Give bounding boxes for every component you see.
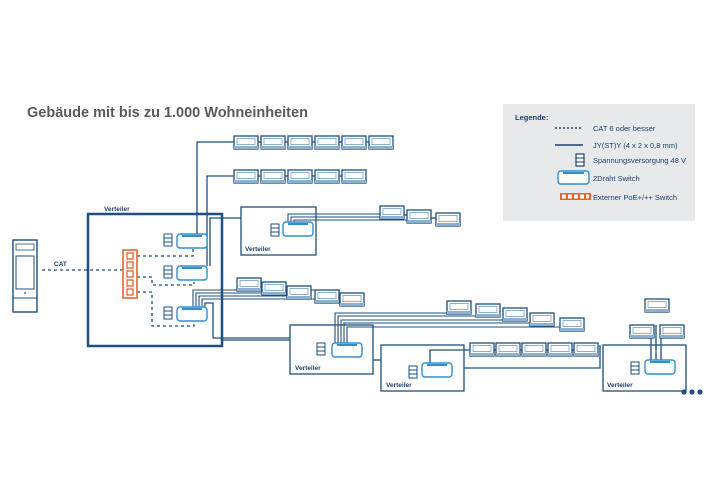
indoor-station-icon xyxy=(287,135,313,150)
legend-label: Externer PoE+/++ Switch xyxy=(593,193,678,202)
indoor-station-icon xyxy=(495,342,521,357)
legend-label: CAT 6 oder besser xyxy=(593,124,656,133)
2wire-switch-icon xyxy=(557,170,590,185)
cable-line xyxy=(206,175,234,266)
distributor-label: Verteiler xyxy=(245,246,271,253)
cable-line xyxy=(464,345,601,369)
legend-label: JY(ST)Y (4 x 2 x 0,8 mm) xyxy=(593,141,678,150)
cable-line xyxy=(346,326,560,343)
power-supply-icon xyxy=(316,342,326,356)
distributor-label: Verteiler xyxy=(386,382,412,389)
indoor-station-icon xyxy=(286,285,312,300)
indoor-station-icon xyxy=(233,135,259,150)
indoor-station-icon xyxy=(435,212,461,227)
cable-line xyxy=(287,213,380,222)
cable-line xyxy=(195,292,262,307)
cable-line xyxy=(196,141,234,234)
power-supply-icon xyxy=(163,265,173,279)
cable-line xyxy=(290,216,380,222)
cable-line xyxy=(429,349,470,363)
legend-label: Spannungsversorgung 48 V xyxy=(593,156,686,165)
2wire-switch-icon xyxy=(644,359,676,375)
indoor-station-icon xyxy=(314,169,340,184)
indoor-station-icon xyxy=(233,169,259,184)
legend-title: Legende: xyxy=(515,113,549,122)
distributor-box xyxy=(86,212,224,348)
device-layer xyxy=(12,135,703,395)
indoor-station-icon xyxy=(287,169,313,184)
cable-line xyxy=(204,302,290,339)
indoor-station-icon xyxy=(236,277,262,292)
cable-line xyxy=(334,312,447,343)
power-supply-icon xyxy=(270,223,280,237)
cat-cable xyxy=(137,291,195,327)
distributor-label: Verteiler xyxy=(607,382,633,389)
2wire-switch-icon xyxy=(176,265,208,281)
cat-cable xyxy=(137,248,194,257)
cable-line xyxy=(201,298,315,307)
indoor-station-icon xyxy=(341,135,367,150)
distributor-box xyxy=(289,324,374,375)
2wire-switch-icon xyxy=(421,362,453,378)
more-indicator-dot xyxy=(689,389,695,395)
indoor-station-icon xyxy=(502,307,528,322)
2wire-switch-icon xyxy=(282,221,314,237)
indoor-station-icon xyxy=(521,342,547,357)
power-supply-icon xyxy=(575,153,585,167)
cable-line xyxy=(337,315,476,343)
poe-switch-icon xyxy=(122,249,138,299)
power-supply-icon xyxy=(163,306,173,320)
cable-line xyxy=(340,319,503,343)
legend-icons xyxy=(555,127,591,200)
2wire-switch-icon xyxy=(176,233,208,249)
cable-line xyxy=(198,295,287,307)
indoor-station-icon xyxy=(406,209,432,224)
2wire-switch-icon xyxy=(176,306,208,322)
indoor-station-icon xyxy=(339,292,365,307)
legend-panel: Legende: CAT 6 oder besser JY(ST)Y (4 x … xyxy=(503,104,695,221)
indoor-station-icon xyxy=(644,298,670,313)
cat-cable xyxy=(137,276,195,286)
indoor-station-icon xyxy=(529,312,555,327)
poe-switch-icon xyxy=(560,193,591,200)
indoor-station-icon xyxy=(379,205,405,220)
more-indicator-dot xyxy=(681,389,687,395)
cable-line xyxy=(343,322,530,343)
indoor-station-icon xyxy=(261,281,287,296)
distributor-box xyxy=(602,344,687,392)
indoor-station-icon xyxy=(260,169,286,184)
diagram-title: Gebäude mit bis zu 1.000 Wohneinheiten xyxy=(27,105,308,121)
indoor-station-icon xyxy=(368,135,394,150)
indoor-station-icon xyxy=(629,324,655,339)
indoor-station-icon xyxy=(573,342,599,357)
more-indicator-dot xyxy=(697,389,703,395)
2wire-switch-icon xyxy=(331,342,363,358)
indoor-station-icon xyxy=(475,303,501,318)
power-supply-icon xyxy=(630,361,640,375)
indoor-station-icon xyxy=(314,135,340,150)
indoor-station-icon xyxy=(659,324,685,339)
indoor-station-icon xyxy=(559,317,585,332)
door-station-icon xyxy=(12,239,38,313)
indoor-station-icon xyxy=(469,342,495,357)
cat-label: CAT xyxy=(54,261,67,268)
distributor-box xyxy=(380,344,465,392)
legend-label: 2Draht Switch xyxy=(593,174,640,183)
indoor-station-icon xyxy=(260,135,286,150)
cable-line xyxy=(209,217,241,266)
indoor-station-icon xyxy=(547,342,573,357)
indoor-station-icon xyxy=(314,289,340,304)
indoor-station-icon xyxy=(446,300,472,315)
distributor-label: Verteiler xyxy=(295,365,321,372)
power-supply-icon xyxy=(408,365,418,379)
distributor-layer xyxy=(86,206,687,392)
distributor-box xyxy=(240,206,317,256)
indoor-station-icon xyxy=(341,169,367,184)
main-distributor-label: Verteiler xyxy=(104,206,130,213)
power-supply-icon xyxy=(163,233,173,247)
